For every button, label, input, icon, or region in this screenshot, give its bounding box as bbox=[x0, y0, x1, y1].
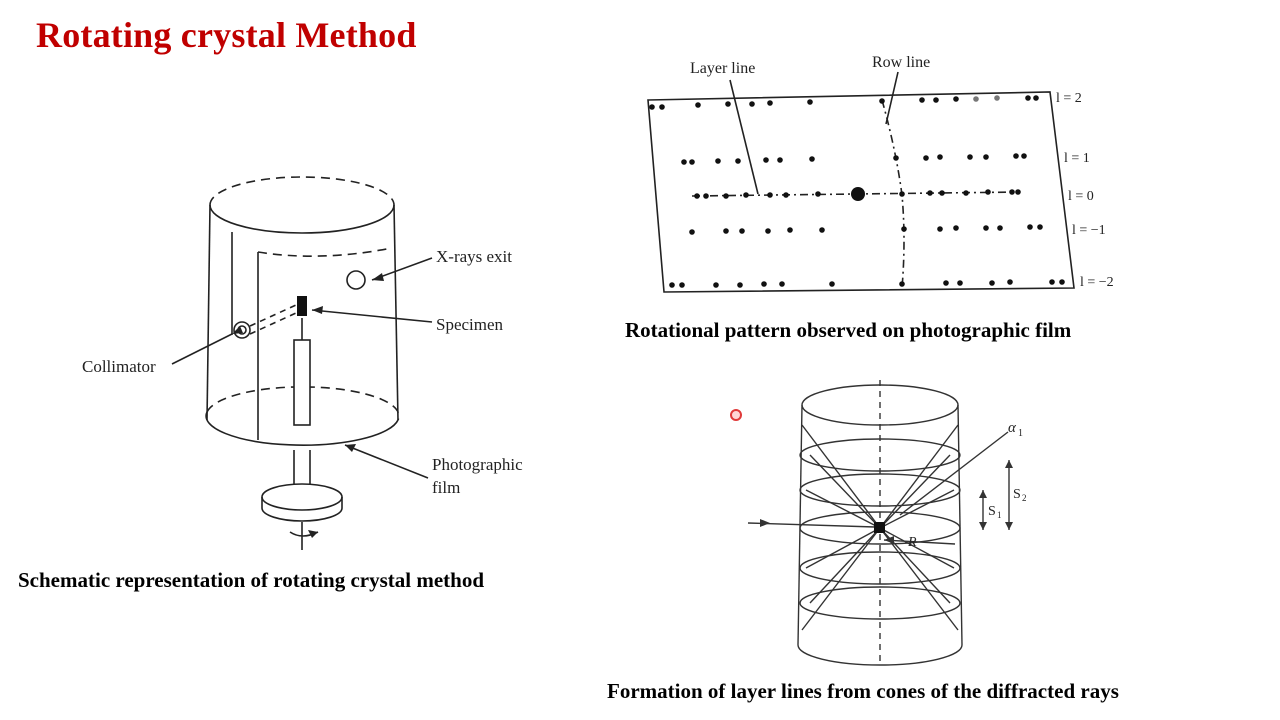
s2-label: S bbox=[1013, 487, 1021, 502]
film-pattern-diagram: Layer line Row line l = 2 l = 1 l = 0 l … bbox=[647, 54, 1114, 293]
caption-schematic: Schematic representation of rotating cry… bbox=[18, 568, 485, 592]
xray-exit-label: X-rays exit bbox=[436, 247, 512, 266]
row-line-label: Row line bbox=[872, 54, 930, 71]
cylinder-top-back bbox=[209, 176, 395, 206]
layer-index-0: l = 0 bbox=[1068, 189, 1094, 204]
s1-label: S bbox=[988, 504, 996, 519]
cylinder-bottom-front bbox=[205, 411, 399, 446]
schematic-diagram: X-rays exit Specimen Collimator Photogra… bbox=[82, 176, 523, 550]
alpha-label: α bbox=[1008, 420, 1017, 436]
specimen-label: Specimen bbox=[436, 315, 504, 334]
caption-cones: Formation of layer lines from cones of t… bbox=[607, 679, 1119, 703]
layer-index-minus-1: l = −1 bbox=[1072, 223, 1106, 238]
central-spot bbox=[851, 187, 865, 201]
slide-title: Rotating crystal Method bbox=[36, 15, 417, 55]
collimator-outer bbox=[233, 321, 251, 339]
alpha-subscript: 1 bbox=[1018, 428, 1023, 439]
diffraction-spots bbox=[649, 95, 1065, 288]
layer-line-label: Layer line bbox=[690, 60, 755, 77]
layer-index-minus-2: l = −2 bbox=[1080, 275, 1114, 290]
cylinder-right-side bbox=[393, 204, 399, 421]
collimator-label: Collimator bbox=[82, 357, 156, 376]
presenter-cursor bbox=[730, 409, 742, 421]
radius-label: R bbox=[907, 535, 917, 550]
xray-exit-port bbox=[346, 270, 366, 290]
layer-index-2: l = 2 bbox=[1056, 91, 1082, 106]
caption-pattern: Rotational pattern observed on photograp… bbox=[625, 318, 1072, 342]
layer-index-1: l = 1 bbox=[1064, 151, 1090, 166]
s2-subscript: 2 bbox=[1022, 493, 1027, 503]
specimen bbox=[297, 296, 307, 316]
crystal-specimen bbox=[874, 522, 885, 533]
cylinder-top-front bbox=[209, 204, 395, 234]
film-label-line2: film bbox=[432, 478, 460, 497]
cylinder-bottom-back bbox=[206, 386, 400, 421]
film-label-line1: Photographic bbox=[432, 455, 523, 474]
s1-subscript: 1 bbox=[997, 510, 1002, 520]
film-sheet bbox=[647, 91, 1075, 293]
cylinder-left-side bbox=[206, 204, 211, 421]
